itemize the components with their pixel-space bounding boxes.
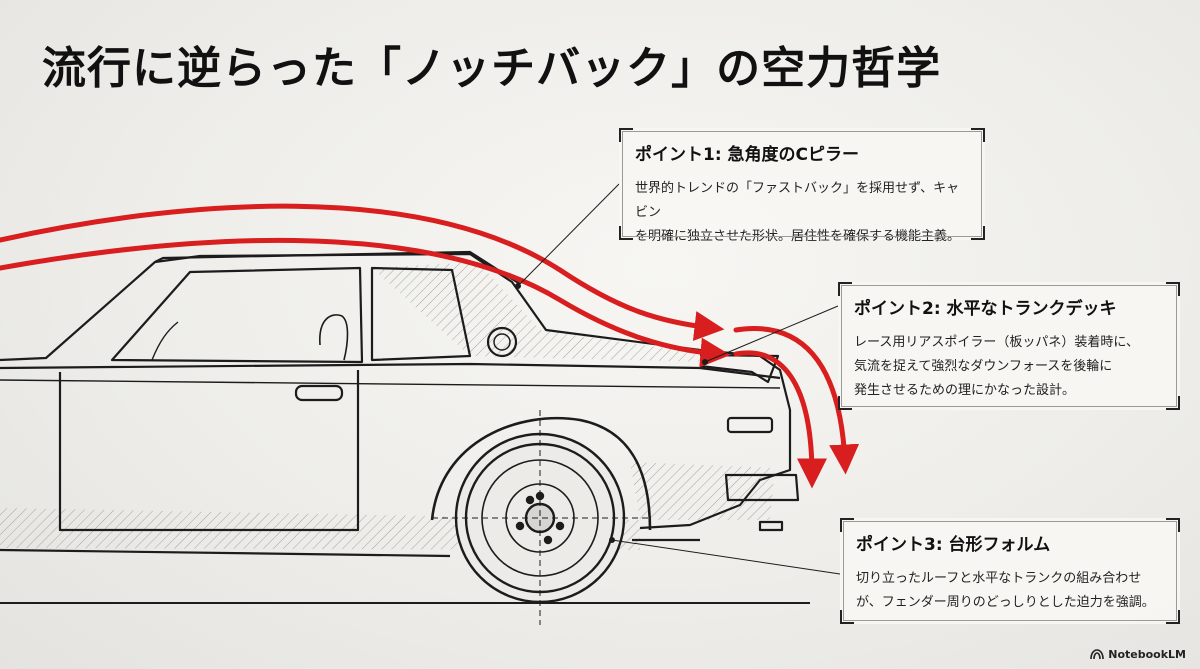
callout-body: レース用リアスポイラー（板ッパネ）装着時に、 気流を捉えて強烈なダウンフォースを… <box>854 335 1139 398</box>
rear-side-window <box>370 266 472 362</box>
airflow-arrow-icon <box>733 326 860 475</box>
callout-heading: ポイント3: 台形フォルム <box>856 535 1051 555</box>
callout-heading: ポイント1: 急角度のCピラー <box>635 145 860 165</box>
door-handle <box>294 384 344 402</box>
airflow-arrows <box>0 203 860 489</box>
rear-wheel <box>430 410 652 625</box>
notebooklm-logo-icon <box>1090 649 1105 660</box>
callout-point-1: ポイント1: 急角度のCピラー 世界的トレンドの「ファストバック」を採用せず、キ… <box>619 128 985 244</box>
callout-body: 世界的トレンドの「ファストバック」を採用せず、キャビン を明確に独立させた形状。… <box>635 181 961 244</box>
brand-label: NotebookLM <box>1108 648 1186 661</box>
airflow-arrow-icon <box>0 237 731 368</box>
airflow-arrow-icon <box>733 350 827 489</box>
front-side-window <box>110 266 364 364</box>
airflow-arrow-icon <box>0 203 725 341</box>
fuel-cap <box>486 326 518 358</box>
page-title: 流行に逆らった「ノッチバック」の空力哲学 <box>42 43 942 94</box>
leader-lines <box>515 183 841 575</box>
rear-spoiler <box>699 353 780 384</box>
rear-bumper <box>724 473 800 502</box>
car-body <box>0 250 800 558</box>
callout-body: 切り立ったルーフと水平なトランクの組み合わせ が、フェンダー周りのどっしりとした… <box>856 571 1155 610</box>
brand-watermark: NotebookLM <box>1090 648 1186 661</box>
callout-point-3: ポイント3: 台形フォルム 切り立ったルーフと水平なトランクの組み合わせ が、フ… <box>840 518 1180 624</box>
callout-heading: ポイント2: 水平なトランクデッキ <box>854 299 1117 319</box>
tail-light <box>726 416 774 434</box>
door-outline <box>58 370 360 532</box>
callout-point-2: ポイント2: 水平なトランクデッキ レース用リアスポイラー（板ッパネ）装着時に、… <box>838 282 1180 410</box>
